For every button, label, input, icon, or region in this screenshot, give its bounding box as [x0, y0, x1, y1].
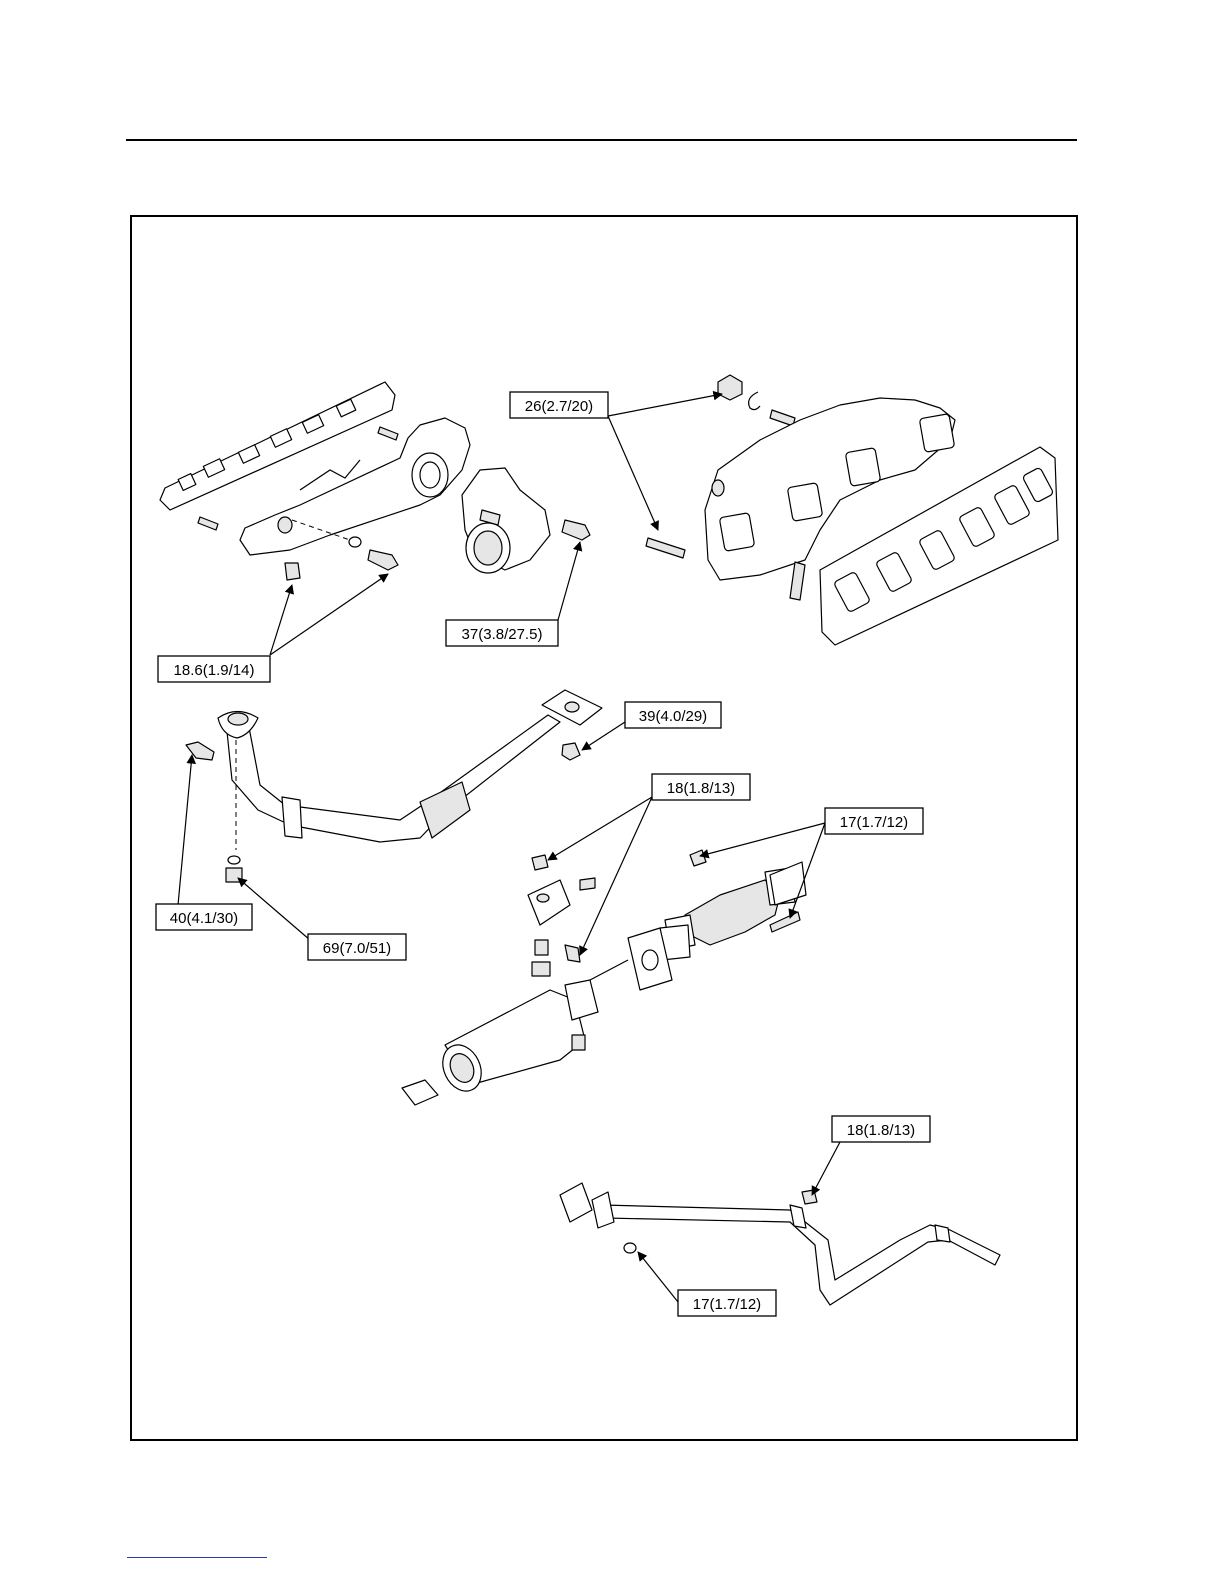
callout-26-text: 26(2.7/20) [525, 398, 593, 415]
callout-39: 39(4.0/29) [625, 702, 721, 728]
callout-69-text: 69(7.0/51) [323, 940, 391, 957]
silencer-bracket [528, 855, 595, 976]
callout-17-b-text: 17(1.7/12) [693, 1296, 761, 1313]
callout-18-6: 18.6(1.9/14) [158, 656, 270, 682]
front-exhaust-pipe [218, 690, 602, 842]
callout-18-b: 18(1.8/13) [832, 1116, 930, 1142]
callout-18-6-text: 18.6(1.9/14) [174, 662, 255, 679]
catalytic-converter [660, 862, 806, 960]
callout-40-text: 40(4.1/30) [170, 910, 238, 927]
callout-37: 37(3.8/27.5) [446, 620, 558, 646]
callout-18-a-text: 18(1.8/13) [667, 780, 735, 797]
callout-69: 69(7.0/51) [308, 934, 406, 960]
right-manifold-nut [718, 375, 795, 426]
callout-18-b-text: 18(1.8/13) [847, 1122, 915, 1139]
callout-40: 40(4.1/30) [156, 904, 252, 930]
callout-17-a-text: 17(1.7/12) [840, 814, 908, 831]
callout-18-a: 18(1.8/13) [652, 774, 750, 800]
turbo-outlet-housing [462, 468, 550, 573]
tail-pipe [560, 1183, 1000, 1305]
silencer [402, 980, 598, 1105]
footer-rule [127, 1557, 267, 1558]
callout-37-text: 37(3.8/27.5) [462, 626, 543, 643]
callout-17-b: 17(1.7/12) [678, 1290, 776, 1316]
callout-26: 26(2.7/20) [510, 392, 608, 418]
callout-39-text: 39(4.0/29) [639, 708, 707, 725]
callout-17-a: 17(1.7/12) [825, 808, 923, 834]
silencer-alignment-line [590, 960, 628, 980]
